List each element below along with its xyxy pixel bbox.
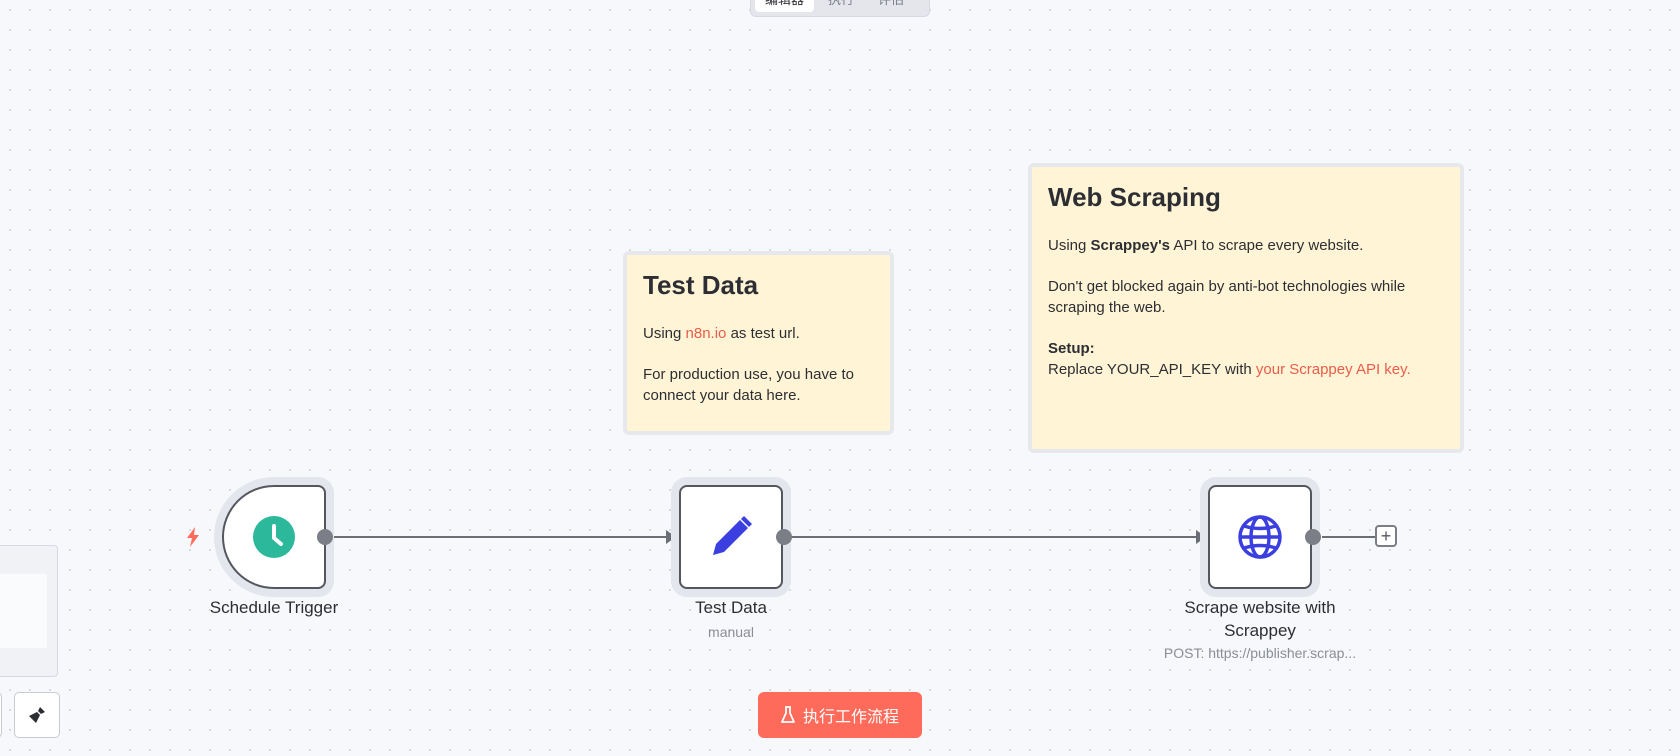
- node-label: Test Data: [695, 598, 767, 617]
- trigger-bolt-icon: [187, 527, 199, 547]
- node-subtitle: manual: [708, 624, 754, 640]
- sticky-text: Setup:Replace YOUR_API_KEY with your Scr…: [1048, 340, 1411, 378]
- tab-executions[interactable]: 执行: [818, 0, 864, 12]
- side-panel-content: [0, 574, 47, 648]
- output-handle[interactable]: [776, 529, 792, 545]
- input-handle[interactable]: [674, 529, 682, 545]
- sticky-text: For production use, you have to connect …: [643, 366, 854, 404]
- tidy-up-button[interactable]: [14, 692, 60, 738]
- view-tabs: 编辑器 执行 评估: [750, 0, 930, 17]
- pencil-icon: [713, 516, 752, 555]
- sticky-note-web-scraping[interactable]: Web Scraping Using Scrappey's API to scr…: [1028, 163, 1464, 453]
- node-schedule-trigger[interactable]: [222, 485, 326, 589]
- side-panel: [0, 545, 58, 677]
- sticky-text: Using n8n.io as test url.: [643, 325, 800, 342]
- n8n-link[interactable]: n8n.io: [685, 325, 727, 342]
- sticky-title: Test Data: [643, 270, 759, 300]
- execute-workflow-button[interactable]: 执行工作流程: [758, 692, 922, 738]
- sticky-note-test-data[interactable]: Test Data Using n8n.io as test url. For …: [623, 251, 894, 435]
- globe-icon: [1238, 515, 1282, 559]
- output-handle[interactable]: [1305, 529, 1321, 545]
- execute-workflow-label: 执行工作流程: [802, 707, 899, 726]
- flask-icon: [781, 706, 795, 723]
- node-test-data[interactable]: [679, 485, 783, 589]
- node-subtitle: POST: https://publisher.scrap...: [1163, 645, 1357, 661]
- node-label: Schedule Trigger: [209, 598, 339, 617]
- node-scrape-website[interactable]: [1208, 485, 1312, 589]
- broom-icon: [29, 707, 45, 723]
- tab-editor[interactable]: 编辑器: [755, 0, 815, 12]
- sticky-text: Don't get blocked again by anti-bot tech…: [1048, 278, 1406, 316]
- tool-button-partial[interactable]: [0, 692, 2, 738]
- output-handle[interactable]: [317, 529, 333, 545]
- clock-icon: [253, 516, 295, 558]
- sticky-title: Web Scraping: [1048, 182, 1221, 212]
- node-label: Scrape website with Scrappey: [1184, 598, 1336, 640]
- tab-evaluations[interactable]: 评估: [868, 0, 914, 12]
- sticky-text: Using Scrappey's API to scrape every web…: [1048, 237, 1364, 254]
- add-node-button[interactable]: +: [1375, 525, 1397, 547]
- scrappey-api-key-link[interactable]: your Scrappey API key.: [1255, 361, 1411, 378]
